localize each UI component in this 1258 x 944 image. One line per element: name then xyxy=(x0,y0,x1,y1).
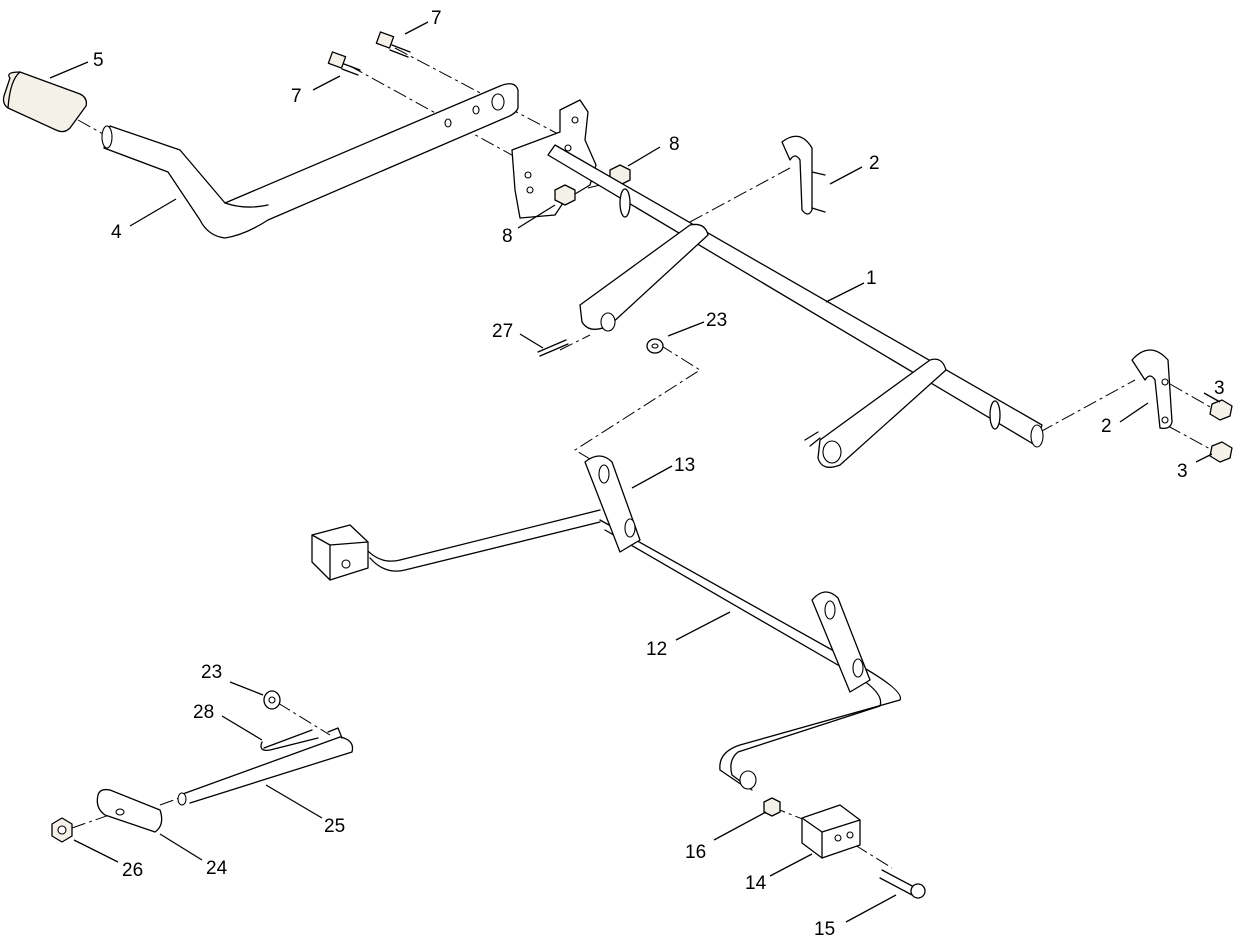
hairpin-28-part xyxy=(260,729,319,751)
callout-8-lower: 8 xyxy=(502,226,513,247)
linkage-rod-part xyxy=(364,509,902,791)
callout-8-upper: 8 xyxy=(669,134,680,155)
nut-26-part xyxy=(51,817,73,843)
block-14-part xyxy=(801,804,861,859)
washer-23-lower xyxy=(263,690,281,710)
washer-23-upper xyxy=(646,338,664,354)
grip-part xyxy=(2,71,88,133)
callout-14: 14 xyxy=(745,873,767,894)
callout-23-lower: 23 xyxy=(201,662,222,683)
callout-5: 5 xyxy=(93,50,104,71)
bolt-15-part xyxy=(879,869,926,899)
callout-23-upper: 23 xyxy=(706,310,727,331)
callout-labels: 1 2 2 3 3 4 5 7 7 8 8 12 13 14 15 16 23 … xyxy=(93,8,1225,940)
rod-25-part xyxy=(177,727,354,806)
pivot-24-part xyxy=(96,788,163,833)
assembly-lines xyxy=(71,47,1213,869)
hook-bracket-lower xyxy=(1131,349,1173,430)
callout-16: 16 xyxy=(685,842,706,863)
callout-7-upper: 7 xyxy=(431,8,442,29)
hook-bracket-upper xyxy=(781,135,826,215)
callout-13: 13 xyxy=(674,455,695,476)
nut-16-part xyxy=(763,797,781,817)
bracket-12-part xyxy=(811,591,871,693)
cotter-pin-27 xyxy=(537,339,569,357)
handle-arm-part xyxy=(101,83,519,239)
bolt-7-lower xyxy=(327,51,361,76)
shaft-assembly-part xyxy=(547,144,1044,468)
end-block-left xyxy=(311,524,369,581)
bracket-13-part xyxy=(584,455,641,553)
callout-4: 4 xyxy=(111,222,122,243)
callout-27: 27 xyxy=(492,321,513,342)
bolt-7-upper xyxy=(375,31,411,58)
callout-24: 24 xyxy=(206,858,228,879)
callout-2-upper: 2 xyxy=(869,153,880,174)
callout-7-lower: 7 xyxy=(291,86,302,107)
leader-lines xyxy=(49,21,1221,923)
callout-1: 1 xyxy=(866,268,877,289)
callout-15: 15 xyxy=(814,919,835,940)
callout-28: 28 xyxy=(193,702,214,723)
callout-2-lower: 2 xyxy=(1101,416,1112,437)
nut-8-lower xyxy=(554,184,576,206)
bolt-3-lower xyxy=(1209,441,1233,463)
callout-26: 26 xyxy=(122,860,143,881)
callout-12: 12 xyxy=(646,639,667,660)
callout-3-lower: 3 xyxy=(1177,461,1188,482)
bolt-3-upper xyxy=(1209,399,1233,421)
callout-3-upper: 3 xyxy=(1214,378,1225,399)
callout-25: 25 xyxy=(324,816,345,837)
